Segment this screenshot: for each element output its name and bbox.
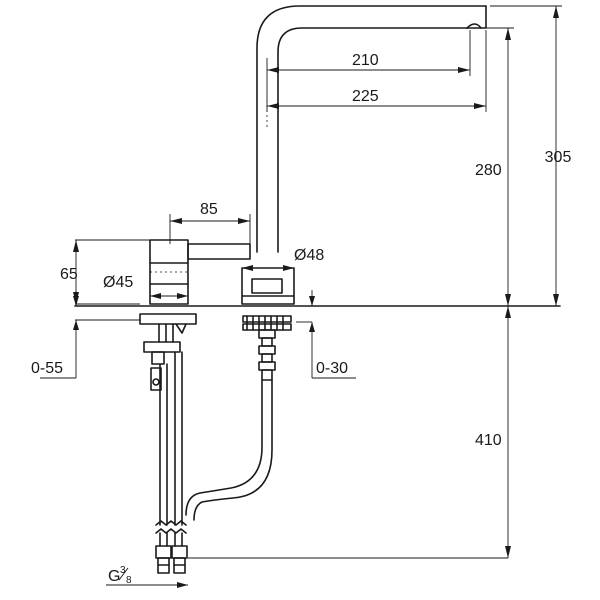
dim-spout-reach-inner: 210 <box>352 52 379 69</box>
dimension-lines <box>40 6 559 588</box>
dim-handle-body-height: 65 <box>60 266 78 283</box>
dim-spout-reach-outer: 225 <box>352 88 379 105</box>
thread-fraction-numerator: 3 <box>120 565 126 576</box>
spout-mounting <box>185 315 292 521</box>
handle-mounting <box>139 313 197 574</box>
thread-size-label: G 3 8 <box>108 565 132 586</box>
dim-handle-offset: 85 <box>200 201 218 218</box>
spout <box>256 5 487 253</box>
dim-supply-length: 410 <box>475 432 502 449</box>
extension-lines <box>75 5 562 559</box>
spout-base <box>241 267 295 305</box>
dim-spout-diameter: Ø48 <box>294 247 324 264</box>
dim-spout-height: 280 <box>475 162 502 179</box>
thread-letter: G <box>108 568 120 585</box>
handle <box>149 239 251 305</box>
dimension-labels: 210 225 280 305 85 65 Ø45 Ø48 0-55 0-30 … <box>31 52 571 586</box>
dim-handle-diameter: Ø45 <box>103 274 133 291</box>
dim-handle-deck-thickness: 0-55 <box>31 360 63 377</box>
thread-fraction-denominator: 8 <box>126 575 132 586</box>
dim-spout-deck-thickness: 0-30 <box>316 360 348 377</box>
dim-total-height: 305 <box>545 149 572 166</box>
